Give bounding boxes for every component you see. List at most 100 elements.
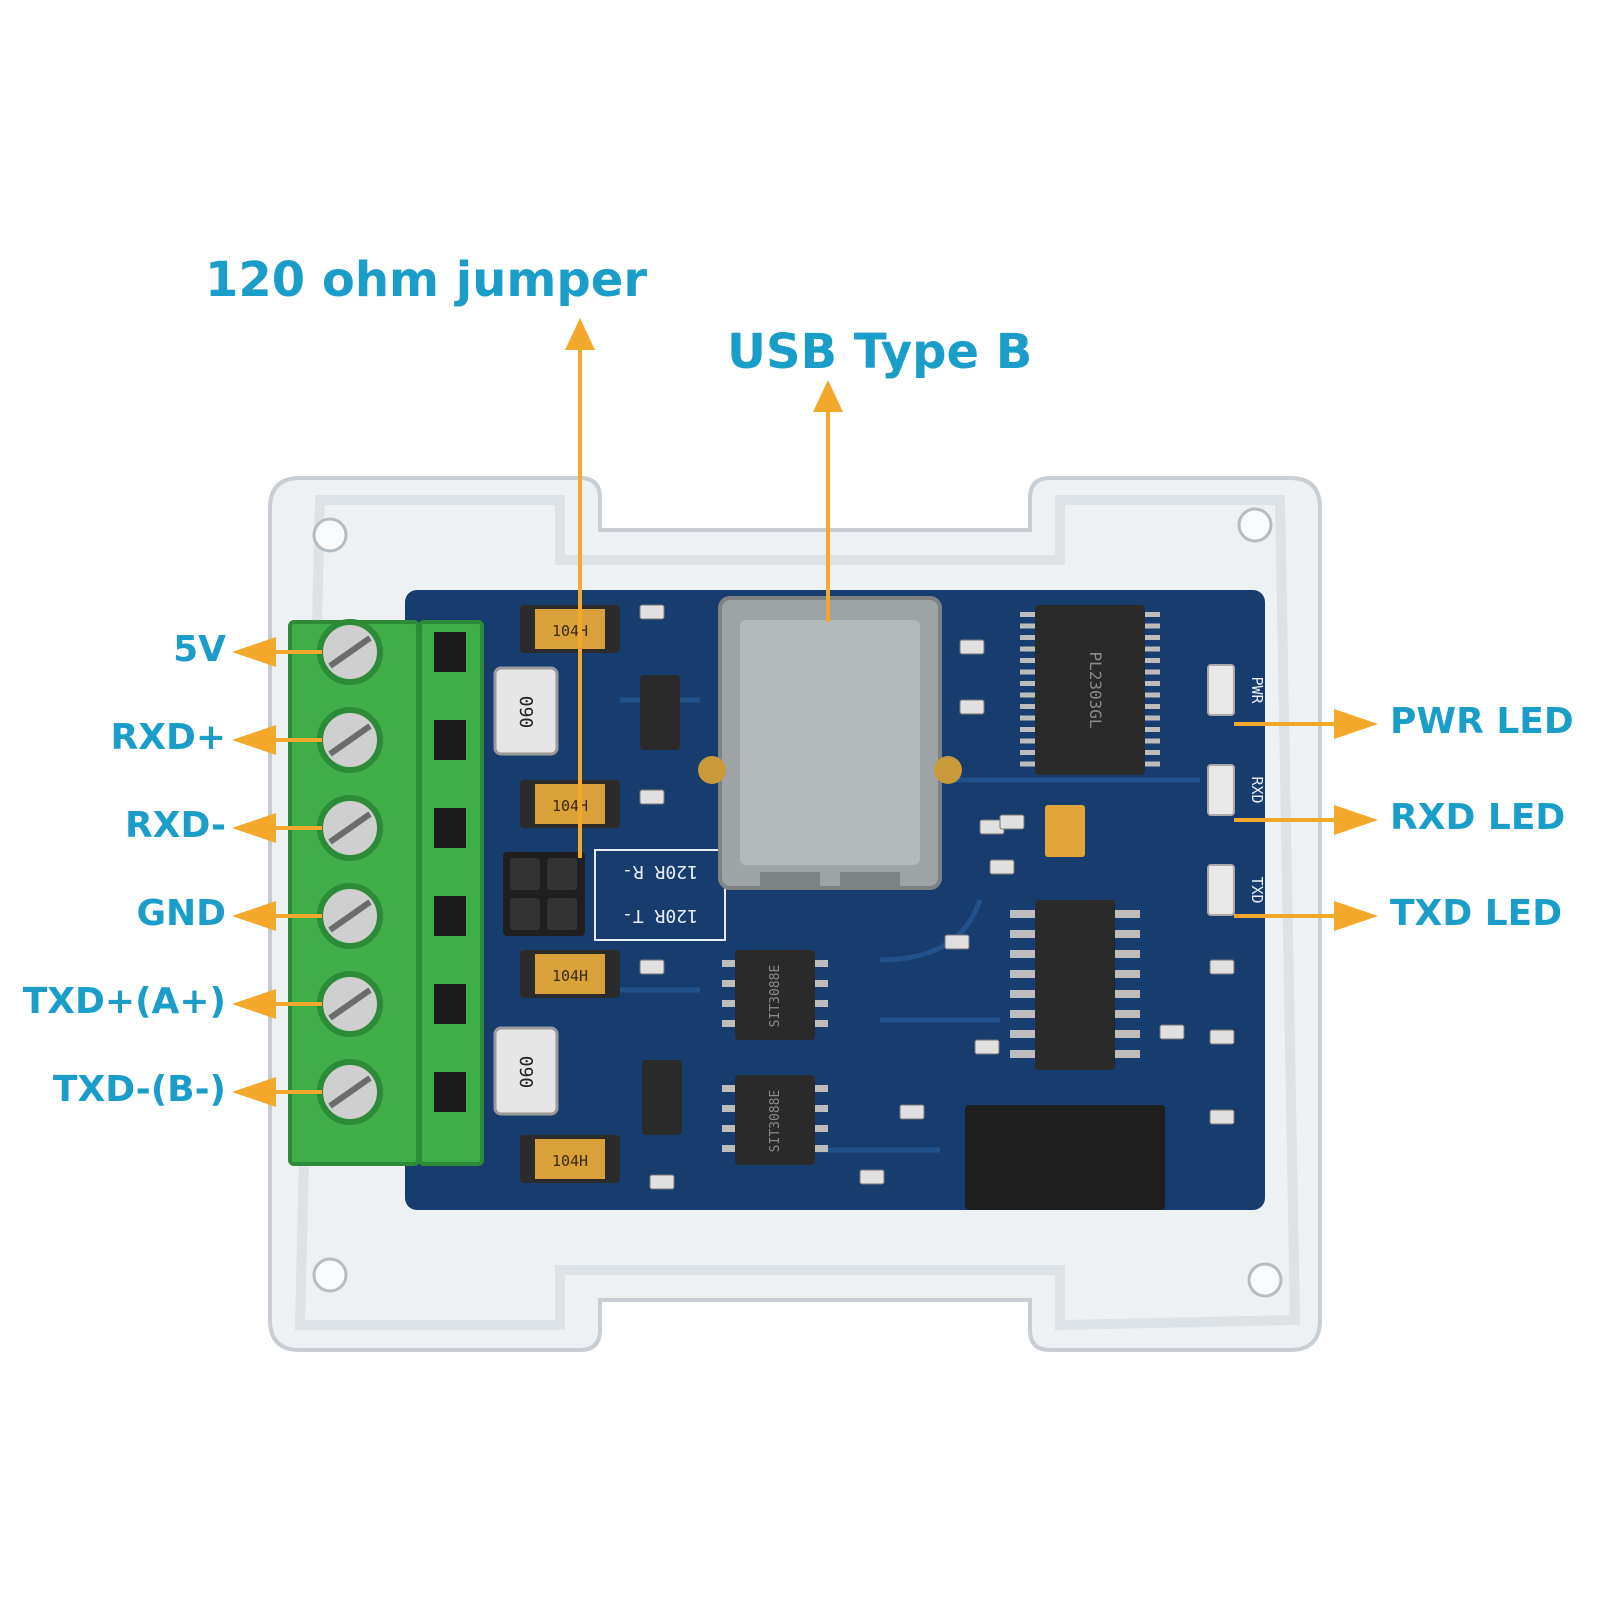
ic-pin bbox=[1020, 681, 1035, 686]
pwr-led: PWR bbox=[1207, 664, 1266, 716]
smd-passive bbox=[1209, 1029, 1235, 1045]
rxd-led-mark: RXD bbox=[1248, 776, 1266, 803]
terminal-wire-entry bbox=[434, 632, 466, 672]
ic-pin bbox=[722, 1125, 735, 1132]
inductor: 104H bbox=[520, 605, 620, 653]
arrow-up-icon bbox=[813, 380, 843, 412]
inductor: 104H bbox=[520, 1135, 620, 1183]
ic-pin bbox=[1145, 612, 1160, 617]
smd-passive bbox=[1209, 1109, 1235, 1125]
ic-pin bbox=[815, 1020, 828, 1027]
ic-pin bbox=[722, 980, 735, 987]
ic-pin bbox=[1145, 750, 1160, 755]
case-screw-post bbox=[1247, 1262, 1283, 1298]
ic-pin bbox=[1020, 715, 1035, 721]
callout-120-ohm-jumper: 120 ohm jumper bbox=[205, 252, 648, 308]
ic-pin bbox=[1145, 658, 1160, 663]
ic-pin bbox=[815, 1145, 828, 1152]
arrow-left-icon bbox=[232, 637, 276, 667]
arrow-up-icon bbox=[565, 318, 595, 350]
ic-pin bbox=[1115, 990, 1140, 998]
ic-pin bbox=[722, 1000, 735, 1007]
smd-passive bbox=[639, 959, 665, 975]
screw-slot bbox=[328, 723, 372, 757]
txd-led: TXD bbox=[1207, 864, 1266, 916]
screw-slot bbox=[328, 899, 372, 933]
ic-pin bbox=[722, 1145, 735, 1152]
callout-terminal-rxd: RXD+ bbox=[110, 717, 226, 758]
ic-pin bbox=[1020, 750, 1035, 755]
case-screw-post bbox=[1237, 507, 1273, 543]
screw-slot bbox=[328, 635, 372, 669]
inductor-mark: 104H bbox=[552, 622, 588, 640]
arrow-left-icon bbox=[232, 989, 276, 1019]
callout-terminal-txd-a: TXD+(A+) bbox=[22, 981, 226, 1022]
smd-passive bbox=[859, 1169, 885, 1185]
smd-passive bbox=[1209, 959, 1235, 975]
smd-passive bbox=[999, 814, 1025, 830]
inductor-mark: 104H bbox=[552, 1152, 588, 1170]
ic-pin bbox=[1115, 1050, 1140, 1058]
ic-pin bbox=[1020, 623, 1035, 629]
callout-rxd-led: RXD LED bbox=[1390, 797, 1566, 838]
transceiver-mark: SIT3088E bbox=[768, 965, 783, 1028]
transceiver-mark: SIT3088E bbox=[768, 1090, 783, 1153]
main-ic: PL2303GL bbox=[1035, 605, 1145, 775]
ic-pin bbox=[1145, 635, 1160, 640]
arrow-right-icon bbox=[1334, 901, 1378, 931]
fuse: 090 bbox=[493, 666, 559, 756]
case-screw-post bbox=[312, 1257, 348, 1293]
power-module bbox=[965, 1105, 1165, 1210]
callout-pwr-led: PWR LED bbox=[1390, 701, 1574, 742]
arrow-right-icon bbox=[1334, 709, 1378, 739]
ic-pin bbox=[1145, 623, 1160, 629]
terminal-screws bbox=[317, 619, 466, 1125]
usb-type-b-connector bbox=[698, 596, 962, 890]
ic-pin bbox=[1020, 738, 1035, 744]
ic-pin bbox=[1115, 1030, 1140, 1038]
transceiver-ic: SIT3088E bbox=[735, 1075, 815, 1165]
arrow-right-icon bbox=[1334, 805, 1378, 835]
callout-usb-type-b: USB Type B bbox=[727, 324, 1033, 380]
ic-pin bbox=[1145, 727, 1160, 732]
jumper-header bbox=[503, 852, 585, 936]
ic-pin bbox=[1010, 910, 1035, 918]
ic-pin bbox=[1010, 930, 1035, 938]
ic-pin bbox=[815, 1105, 828, 1112]
inductor: 104H bbox=[520, 780, 620, 828]
ic-pin bbox=[722, 960, 735, 967]
tantalum-capacitor bbox=[1045, 805, 1085, 857]
ic-pin bbox=[1020, 646, 1035, 652]
ic-pin bbox=[1145, 646, 1160, 652]
screw-slot bbox=[328, 811, 372, 845]
smd-passive bbox=[974, 1039, 1000, 1055]
ic-pin bbox=[1010, 990, 1035, 998]
case-screw-post bbox=[312, 517, 348, 553]
smd-passive bbox=[899, 1104, 925, 1120]
transceiver-ic: SIT3088E bbox=[735, 950, 815, 1040]
ic-pin bbox=[815, 960, 828, 967]
jumper-t-label: 120R T- bbox=[622, 905, 698, 926]
terminal-block bbox=[288, 619, 484, 1166]
terminal-wire-entry bbox=[434, 984, 466, 1024]
ic-pin bbox=[1020, 635, 1035, 640]
ic-pin bbox=[1010, 1030, 1035, 1038]
ic-pin bbox=[1020, 727, 1035, 732]
main-ic-mark: PL2303GL bbox=[1086, 651, 1105, 728]
smd-passive bbox=[649, 1174, 675, 1190]
ic-pin bbox=[1115, 970, 1140, 978]
terminal-wire-entry bbox=[434, 720, 466, 760]
inductor-mark: 104H bbox=[552, 797, 588, 815]
ic-pin bbox=[1145, 669, 1160, 675]
ic-pin bbox=[1115, 910, 1140, 918]
ic-pin bbox=[1145, 715, 1160, 721]
ic-pin bbox=[1115, 1010, 1140, 1018]
arrow-left-icon bbox=[232, 813, 276, 843]
ic-pin bbox=[1020, 761, 1035, 767]
passive-components bbox=[639, 604, 1235, 1190]
fuse-mark: 090 bbox=[515, 696, 536, 729]
callout-terminal-5v: 5V bbox=[173, 629, 226, 670]
ic-pin bbox=[722, 1085, 735, 1092]
smd-passive bbox=[989, 859, 1015, 875]
